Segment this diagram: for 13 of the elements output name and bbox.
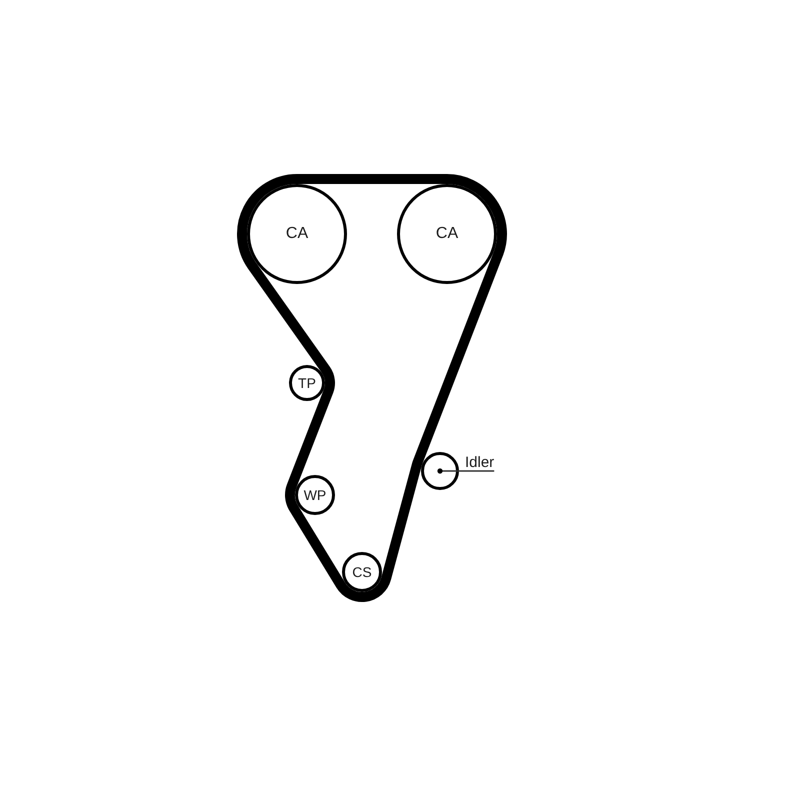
leader-label: Idler	[465, 454, 494, 471]
pulley-label: CA	[436, 226, 458, 242]
pulley-label: CA	[286, 226, 308, 242]
pulley-label: TP	[298, 376, 316, 390]
pulley	[421, 452, 459, 490]
pulley-label: CS	[352, 565, 372, 579]
leader-line	[459, 470, 494, 472]
pulley	[295, 475, 335, 515]
pulley	[289, 365, 325, 401]
pulley	[397, 184, 497, 284]
pulley-label: WP	[304, 488, 326, 502]
pulley	[247, 184, 347, 284]
pulley	[342, 552, 382, 592]
